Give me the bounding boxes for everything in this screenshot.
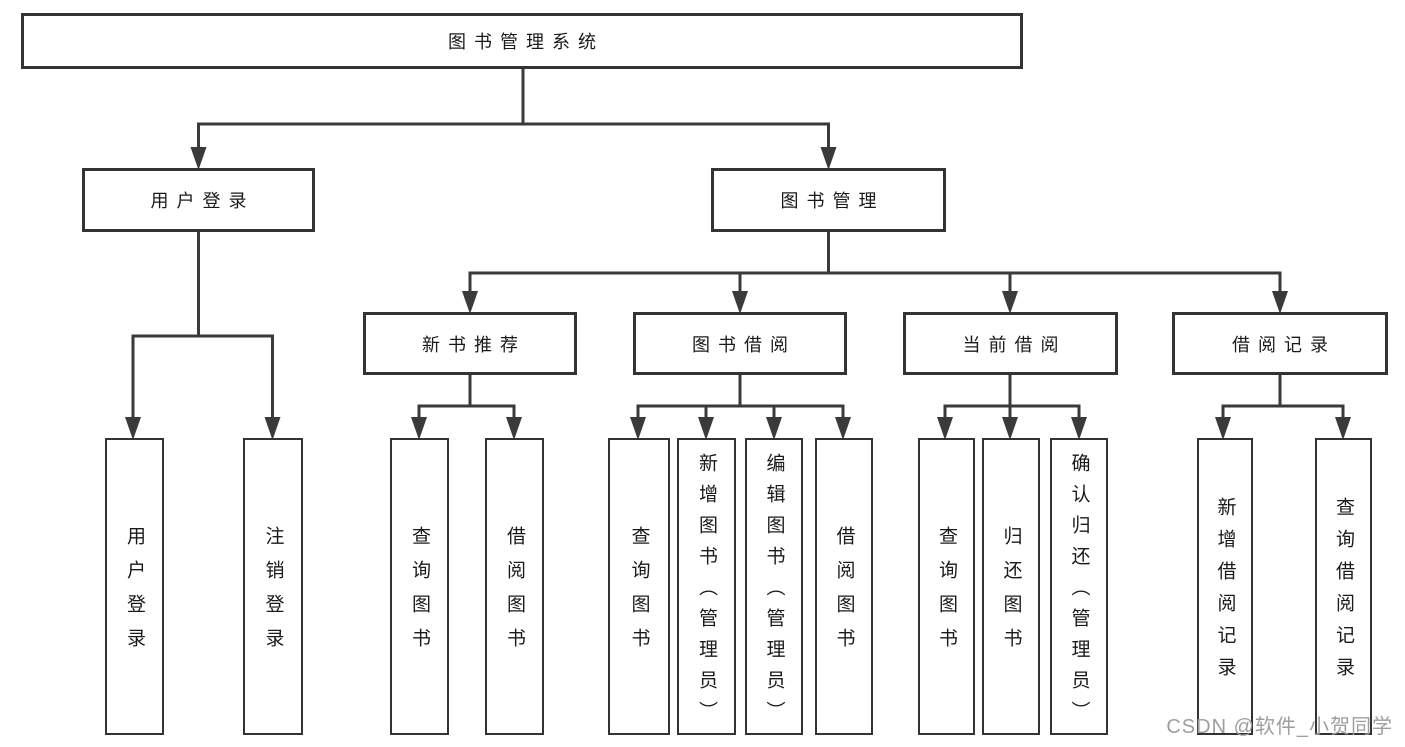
leaf-borrow-books-label: 借阅图书 xyxy=(833,526,855,662)
leaf-borrowing-query-books-label: 查询图书 xyxy=(628,526,650,662)
node-user-login-label: 用户登录 xyxy=(150,191,255,211)
leaf-recommend-query-books: 查询图书 xyxy=(390,438,449,735)
leaf-return-books: 归还图书 xyxy=(982,438,1040,735)
leaf-edit-books-admin: 编辑图书（管理员） xyxy=(745,438,803,735)
node-borrowing-records: 借阅记录 xyxy=(1172,312,1388,375)
leaf-confirm-return-admin-label: 确认归还（管理员） xyxy=(1068,453,1090,732)
leaf-recommend-borrow-books: 借阅图书 xyxy=(485,438,544,735)
leaf-user-login: 用户登录 xyxy=(105,438,164,735)
node-new-book-recommendation-label: 新书推荐 xyxy=(422,334,526,355)
node-new-book-recommendation: 新书推荐 xyxy=(363,312,577,375)
leaf-logout: 注销登录 xyxy=(243,438,303,735)
leaf-user-login-label: 用户登录 xyxy=(124,526,145,662)
leaf-query-borrow-record: 查询借阅记录 xyxy=(1315,438,1372,735)
node-book-borrowing: 图书借阅 xyxy=(633,312,847,375)
node-book-management-label: 图书管理 xyxy=(780,191,885,211)
leaf-recommend-query-books-label: 查询图书 xyxy=(409,526,430,662)
leaf-logout-label: 注销登录 xyxy=(262,526,284,662)
node-book-borrowing-label: 图书借阅 xyxy=(692,334,796,355)
leaf-add-borrow-record: 新增借阅记录 xyxy=(1197,438,1253,735)
node-current-borrowing: 当前借阅 xyxy=(903,312,1118,375)
leaf-add-borrow-record-label: 新增借阅记录 xyxy=(1214,497,1236,689)
leaf-add-books-admin-label: 新增图书（管理员） xyxy=(696,453,717,732)
node-borrowing-records-label: 借阅记录 xyxy=(1232,334,1336,355)
node-current-borrowing-label: 当前借阅 xyxy=(962,334,1067,355)
leaf-add-books-admin: 新增图书（管理员） xyxy=(677,438,736,735)
leaf-return-books-label: 归还图书 xyxy=(1000,526,1022,662)
node-root: 图书管理系统 xyxy=(21,13,1023,69)
leaf-query-borrow-record-label: 查询借阅记录 xyxy=(1333,497,1354,689)
node-user-login: 用户登录 xyxy=(82,168,315,232)
node-root-label: 图书管理系统 xyxy=(448,32,604,52)
leaf-borrow-books: 借阅图书 xyxy=(815,438,873,735)
leaf-edit-books-admin-label: 编辑图书（管理员） xyxy=(763,453,785,732)
leaf-borrowing-query-books: 查询图书 xyxy=(608,438,670,735)
leaf-current-query-books: 查询图书 xyxy=(918,438,975,735)
leaf-recommend-borrow-books-label: 借阅图书 xyxy=(504,526,525,662)
leaf-current-query-books-label: 查询图书 xyxy=(936,526,957,662)
leaf-confirm-return-admin: 确认归还（管理员） xyxy=(1050,438,1108,735)
watermark: CSDN @软件_小贺同学 xyxy=(1166,716,1393,738)
node-book-management: 图书管理 xyxy=(711,168,946,232)
